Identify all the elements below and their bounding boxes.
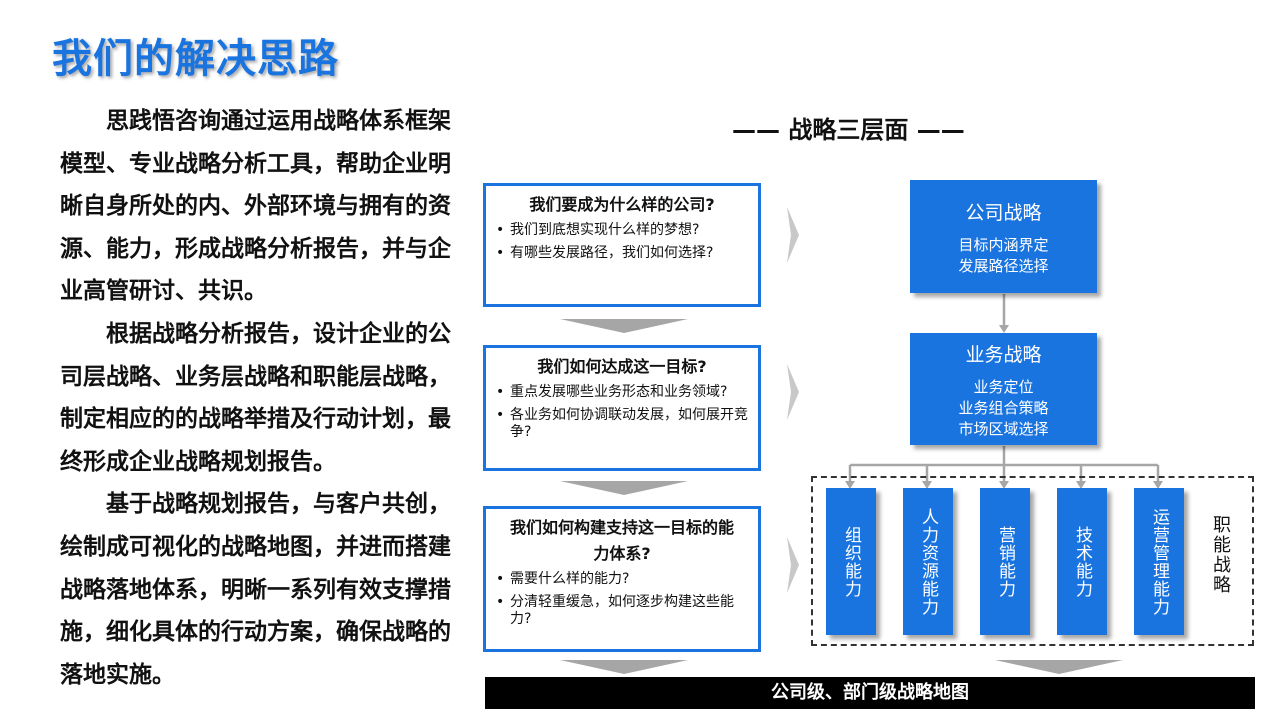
strategy-title: 业务战略 xyxy=(965,344,1042,366)
strategy-line: 目标内涵界定 xyxy=(958,236,1049,254)
question-bullet: 有哪些发展路径，我们如何选择? xyxy=(494,245,750,262)
chevron-right-icon xyxy=(787,364,799,420)
strategy-line: 市场区域选择 xyxy=(958,420,1049,438)
arrowhead-icon xyxy=(1153,481,1163,489)
question-bullet: 分清轻重缓急，如何逐步构建这些能力? xyxy=(494,594,750,628)
paragraph-1: 思践悟咨询通过运用战略体系框架模型、专业战略分析工具，帮助企业明晰自身所处的内、… xyxy=(60,108,451,305)
strategy-line: 业务组合策略 xyxy=(958,399,1049,417)
paragraph-2: 根据战略分析报告，设计企业的公司层战略、业务层战略和职能层战略，制定相应的的战略… xyxy=(60,320,451,475)
question-heading: 我们如何构建支持这一目标的能力体系? xyxy=(509,518,734,563)
functional-strategy-frame xyxy=(811,476,1254,646)
arrowhead-icon xyxy=(922,481,932,489)
question-heading: 我们如何达成这一目标? xyxy=(537,357,707,376)
arrowhead-icon xyxy=(999,481,1009,489)
question-bullet: 我们到底想实现什么样的梦想? xyxy=(494,222,750,239)
question-bullets: 我们到底想实现什么样的梦想? 有哪些发展路径，我们如何选择? xyxy=(494,222,750,262)
function-box-hr: 人力资源能力 xyxy=(903,488,953,635)
chevron-right-icon xyxy=(787,207,799,263)
paragraph-3: 基于战略规划报告，与客户共创，绘制成可视化的战略地图，并进而搭建战略落地体系，明… xyxy=(60,491,451,688)
function-box-technology: 技术能力 xyxy=(1057,488,1107,635)
strategy-map-bar: 公司级、部门级战略地图 xyxy=(485,677,1255,709)
question-box-business: 我们如何达成这一目标? 重点发展哪些业务形态和业务领域? 各业务如何协调联动发展… xyxy=(483,345,761,471)
chevron-right-icon xyxy=(787,537,799,593)
arrowhead-icon xyxy=(1076,481,1086,489)
arrowhead-icon xyxy=(845,481,855,489)
description-text: 思践悟咨询通过运用战略体系框架模型、专业战略分析工具，帮助企业明晰自身所处的内、… xyxy=(60,100,465,696)
question-bullet: 重点发展哪些业务形态和业务领域? xyxy=(494,384,750,401)
functional-strategy-label: 职能战略 xyxy=(1210,515,1231,595)
arrowhead-icon xyxy=(999,325,1009,333)
strategy-title: 公司战略 xyxy=(965,202,1042,224)
question-bullets: 需要什么样的能力? 分清轻重缓急，如何逐步构建这些能力? xyxy=(494,571,750,628)
function-label: 运营管理能力 xyxy=(1149,507,1169,616)
function-box-organization: 组织能力 xyxy=(826,488,876,635)
function-label: 人力资源能力 xyxy=(918,507,938,616)
diagram-title: —— 战略三层面 —— xyxy=(732,116,965,144)
function-box-operations: 运营管理能力 xyxy=(1134,488,1184,635)
question-bullet: 需要什么样的能力? xyxy=(494,571,750,588)
page-title: 我们的解决思路 xyxy=(52,36,339,82)
function-label: 技术能力 xyxy=(1072,525,1092,598)
function-label: 组织能力 xyxy=(841,525,861,598)
question-bullets: 重点发展哪些业务形态和业务领域? 各业务如何协调联动发展，如何展开竞争? xyxy=(494,384,750,441)
question-heading: 我们要成为什么样的公司? xyxy=(529,195,715,214)
question-box-corporate: 我们要成为什么样的公司? 我们到底想实现什么样的梦想? 有哪些发展路径，我们如何… xyxy=(483,183,761,307)
question-bullet: 各业务如何协调联动发展，如何展开竞争? xyxy=(494,407,750,441)
corporate-strategy-box: 公司战略 目标内涵界定 发展路径选择 xyxy=(910,180,1097,293)
business-strategy-box: 业务战略 业务定位 业务组合策略 市场区域选择 xyxy=(910,333,1097,445)
function-box-marketing: 营销能力 xyxy=(980,488,1030,635)
question-box-functional: 我们如何构建支持这一目标的能力体系? 需要什么样的能力? 分清轻重缓急，如何逐步… xyxy=(483,506,761,652)
strategy-line: 发展路径选择 xyxy=(958,257,1049,275)
strategy-line: 业务定位 xyxy=(973,378,1034,396)
function-label: 营销能力 xyxy=(995,525,1015,598)
